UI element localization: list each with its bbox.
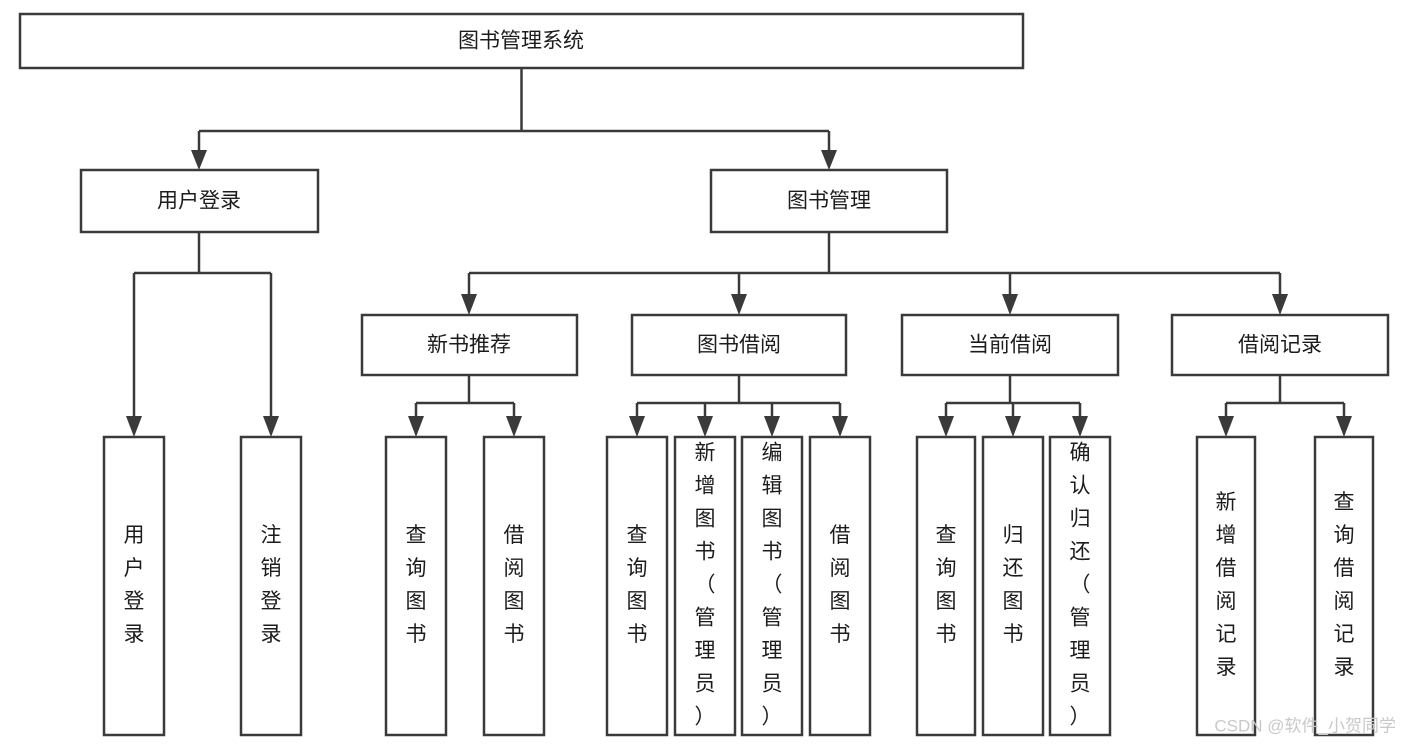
node-leaf-query-record[interactable]: 查询借阅记录 <box>1313 435 1375 737</box>
arrow-leaf-add-record <box>1218 416 1234 437</box>
node-leaf-confirm-return-label: 确认归还（管理员） <box>1070 442 1091 729</box>
node-leaf-logout-box[interactable] <box>239 435 303 737</box>
node-book-borrow[interactable]: 图书借阅 <box>630 313 848 377</box>
node-leaf-user-login[interactable]: 用户登录 <box>102 435 166 737</box>
node-current-borrow-label: 当前借阅 <box>968 334 1052 357</box>
node-borrow-record-label: 借阅记录 <box>1238 334 1322 357</box>
arrow-leaf-query-book-1 <box>408 416 424 437</box>
node-leaf-add-book-box[interactable] <box>673 435 737 737</box>
arrow-leaf-user-login <box>126 416 142 437</box>
node-root[interactable]: 图书管理系统 <box>18 12 1025 70</box>
node-book-manage-label: 图书管理 <box>787 190 871 213</box>
node-leaf-return-book-box[interactable] <box>981 435 1045 737</box>
node-current-borrow-box[interactable] <box>900 313 1120 377</box>
node-leaf-query-book-2[interactable]: 查询图书 <box>605 435 669 737</box>
arrow-leaf-query-book-2 <box>629 416 645 437</box>
node-leaf-add-record-label: 新增借阅记录 <box>1216 491 1237 679</box>
arrow-to-new-book-recommend <box>461 294 477 315</box>
node-leaf-confirm-return[interactable]: 确认归还（管理员） <box>1048 435 1112 737</box>
arrow-leaf-query-book-3 <box>938 416 954 437</box>
node-borrow-record[interactable]: 借阅记录 <box>1170 313 1390 377</box>
node-leaf-query-book-2-box[interactable] <box>605 435 669 737</box>
node-book-manage-box[interactable] <box>709 168 949 234</box>
node-book-borrow-label: 图书借阅 <box>697 334 781 357</box>
node-leaf-query-book-1[interactable]: 查询图书 <box>384 435 448 737</box>
node-leaf-borrow-book-1[interactable]: 借阅图书 <box>482 435 546 737</box>
node-leaf-add-book-label: 新增图书（管理员） <box>695 442 716 729</box>
node-new-book-recommend-label: 新书推荐 <box>427 334 511 357</box>
node-current-borrow[interactable]: 当前借阅 <box>900 313 1120 377</box>
node-new-book-recommend[interactable]: 新书推荐 <box>360 313 579 377</box>
node-root-label: 图书管理系统 <box>458 30 584 53</box>
node-user-login[interactable]: 用户登录 <box>79 168 320 234</box>
node-leaf-user-login-box[interactable] <box>102 435 166 737</box>
arrow-to-book-borrow <box>731 294 747 315</box>
node-root-box[interactable] <box>18 12 1025 70</box>
node-user-login-box[interactable] <box>79 168 320 234</box>
node-leaf-query-book-3[interactable]: 查询图书 <box>915 435 977 737</box>
arrow-to-book-manage <box>821 150 837 170</box>
node-leaf-logout[interactable]: 注销登录 <box>239 435 303 737</box>
node-user-login-label: 用户登录 <box>157 190 241 213</box>
node-leaf-borrow-book-2-label: 借阅图书 <box>830 524 851 646</box>
node-leaf-edit-book-box[interactable] <box>740 435 804 737</box>
node-leaf-query-record-label: 查询借阅记录 <box>1334 491 1355 679</box>
arrow-leaf-borrow-book-2 <box>832 416 848 437</box>
node-leaf-user-login-label: 用户登录 <box>124 524 145 646</box>
node-leaf-add-book[interactable]: 新增图书（管理员） <box>673 435 737 737</box>
node-leaf-return-book-label: 归还图书 <box>1003 524 1024 646</box>
arrow-leaf-logout <box>263 416 279 437</box>
arrow-to-user-login <box>191 150 207 170</box>
node-leaf-query-book-1-label: 查询图书 <box>406 524 427 646</box>
csdn-watermark: CSDN @软件_小贺同学 <box>1214 716 1396 735</box>
node-leaf-query-record-box[interactable] <box>1313 435 1375 737</box>
node-leaf-edit-book-label: 编辑图书（管理员） <box>762 442 783 729</box>
node-leaf-borrow-book-1-box[interactable] <box>482 435 546 737</box>
node-book-manage[interactable]: 图书管理 <box>709 168 949 234</box>
node-leaf-add-record[interactable]: 新增借阅记录 <box>1195 435 1257 737</box>
node-leaf-borrow-book-1-label: 借阅图书 <box>504 524 525 646</box>
arrow-to-current-borrow <box>1002 294 1018 315</box>
arrow-leaf-borrow-book-1 <box>506 416 522 437</box>
arrow-leaf-return-book <box>1005 416 1021 437</box>
node-leaf-logout-label: 注销登录 <box>261 524 282 646</box>
connector-layer <box>126 68 1352 437</box>
arrow-to-borrow-record <box>1272 294 1288 315</box>
node-leaf-borrow-book-2[interactable]: 借阅图书 <box>808 435 872 737</box>
node-book-borrow-box[interactable] <box>630 313 848 377</box>
node-leaf-query-book-3-box[interactable] <box>915 435 977 737</box>
node-leaf-query-book-2-label: 查询图书 <box>627 524 648 646</box>
node-new-book-recommend-box[interactable] <box>360 313 579 377</box>
node-leaf-borrow-book-2-box[interactable] <box>808 435 872 737</box>
node-borrow-record-box[interactable] <box>1170 313 1390 377</box>
arrow-leaf-edit-book <box>764 416 780 437</box>
node-leaf-confirm-return-box[interactable] <box>1048 435 1112 737</box>
arrow-leaf-add-book <box>697 416 713 437</box>
node-leaf-query-book-1-box[interactable] <box>384 435 448 737</box>
arrow-leaf-confirm-return <box>1072 416 1088 437</box>
arrow-leaf-query-record <box>1336 416 1352 437</box>
node-leaf-add-record-box[interactable] <box>1195 435 1257 737</box>
node-leaf-edit-book[interactable]: 编辑图书（管理员） <box>740 435 804 737</box>
node-leaf-return-book[interactable]: 归还图书 <box>981 435 1045 737</box>
node-leaf-query-book-3-label: 查询图书 <box>936 524 957 646</box>
